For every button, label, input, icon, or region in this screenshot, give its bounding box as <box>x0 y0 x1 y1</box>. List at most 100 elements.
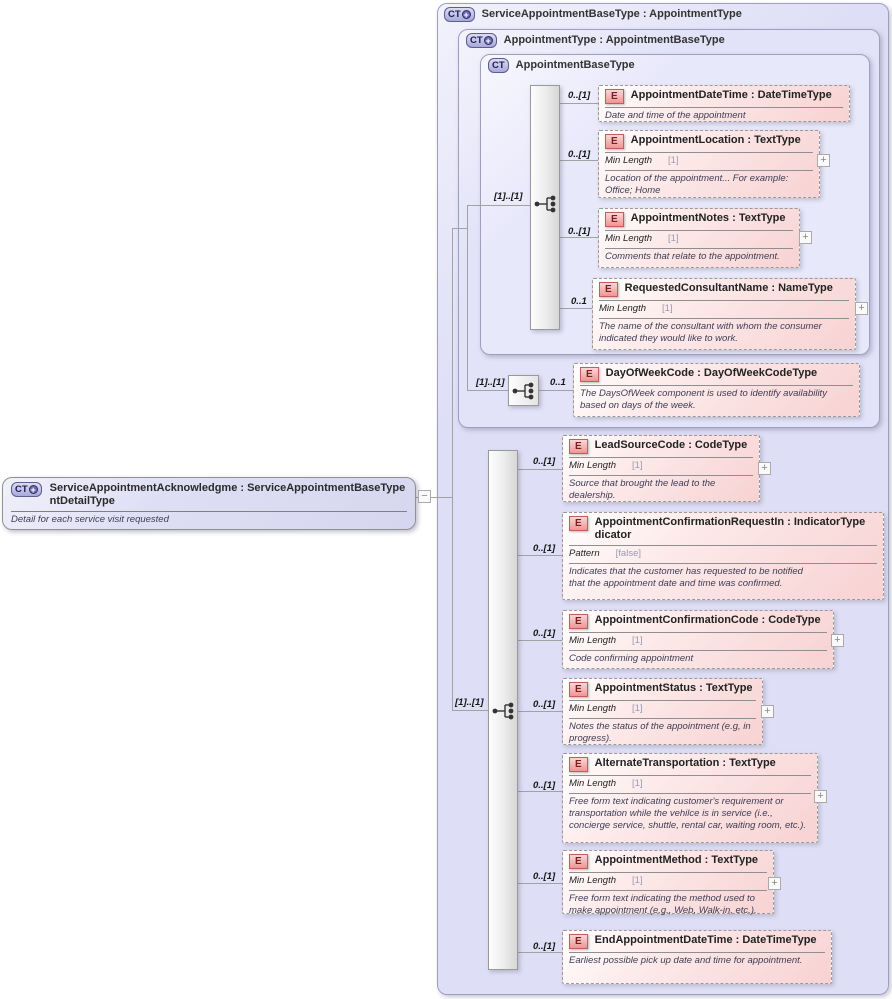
divider <box>11 511 407 512</box>
divider <box>569 475 753 476</box>
divider <box>605 230 793 231</box>
element-icon: E <box>605 212 624 227</box>
panel-header-serviceappointmentbasetype[interactable]: CT+ ServiceAppointmentBaseType : Appoint… <box>444 6 742 22</box>
connector-line <box>518 469 562 470</box>
facet-row: Min Length[1] <box>569 778 643 789</box>
expand-icon[interactable]: + <box>768 877 781 890</box>
connector-line <box>467 205 530 206</box>
divider <box>569 563 877 564</box>
divider <box>569 632 827 633</box>
element-icon: E <box>569 439 588 454</box>
divider <box>569 650 827 651</box>
element-annotation: Location of the appointment... For examp… <box>605 173 789 196</box>
element-box-endappointmentdatetime[interactable]: E EndAppointmentDateTime : DateTimeType … <box>562 930 832 984</box>
connector-line <box>560 237 598 238</box>
main-element-title: ServiceAppointmentAcknowledgme : Service… <box>49 482 406 507</box>
element-title: AppointmentConfirmationCode : CodeType <box>594 614 821 626</box>
divider <box>569 700 756 701</box>
connector-line <box>518 640 562 641</box>
divider <box>605 170 813 171</box>
element-box-appointmentmethod[interactable]: E AppointmentMethod : TextType Min Lengt… <box>562 850 774 916</box>
divider <box>569 872 767 873</box>
element-annotation: Indicates that the customer has requeste… <box>569 566 803 589</box>
element-icon: E <box>569 934 588 949</box>
element-title: AppointmentNotes : TextType <box>630 212 786 224</box>
panel-title: AppointmentBaseType <box>515 59 635 71</box>
collapse-icon[interactable]: − <box>418 490 431 503</box>
element-box-appointmentlocation[interactable]: E AppointmentLocation : TextType Min Len… <box>598 130 820 198</box>
expand-icon[interactable]: + <box>814 790 827 803</box>
facet-row: Min Length[1] <box>605 155 679 166</box>
element-icon: E <box>569 757 588 772</box>
expand-icon[interactable]: + <box>855 302 868 315</box>
cardinality-label: 0..[1] <box>568 226 591 237</box>
element-box-appointmentdatetime[interactable]: E AppointmentDateTime : DateTimeType Dat… <box>598 85 850 122</box>
expand-icon[interactable]: + <box>799 231 812 244</box>
derived-plus-icon: + <box>28 485 38 495</box>
expand-icon[interactable]: + <box>761 705 774 718</box>
cardinality-label: [1]..[1] <box>476 377 505 388</box>
divider <box>569 952 825 953</box>
connector-line <box>518 883 562 884</box>
element-box-appointmentstatus[interactable]: E AppointmentStatus : TextType Min Lengt… <box>562 678 763 745</box>
cardinality-label: 0..[1] <box>533 456 556 467</box>
divider <box>569 545 877 546</box>
element-box-appointmentconfirmationrequestindicator[interactable]: E AppointmentConfirmationRequestIn : Ind… <box>562 512 884 600</box>
element-box-dayofweekcode[interactable]: E DayOfWeekCode : DayOfWeekCodeType The … <box>573 363 860 417</box>
connector-line <box>416 497 452 498</box>
element-box-requestedconsultantname[interactable]: E RequestedConsultantName : NameType Min… <box>592 278 856 350</box>
element-annotation: Date and time of the appointment <box>605 110 746 121</box>
facet-row: Min Length[1] <box>569 460 643 471</box>
complextype-derived-icon: CT+ <box>444 6 475 22</box>
element-box-appointmentconfirmationcode[interactable]: E AppointmentConfirmationCode : CodeType… <box>562 610 834 669</box>
element-title: RequestedConsultantName : NameType <box>624 282 833 294</box>
element-annotation: Code confirming appointment <box>569 653 694 664</box>
connector-line <box>560 103 598 104</box>
cardinality-label: 0..[1] <box>533 871 556 882</box>
facet-row: Min Length[1] <box>605 233 679 244</box>
divider <box>569 718 756 719</box>
expand-icon[interactable]: + <box>758 462 771 475</box>
element-box-alternatetransportation[interactable]: E AlternateTransportation : TextType Min… <box>562 753 818 843</box>
cardinality-label: 0..[1] <box>533 543 556 554</box>
facet-row: Min Length[1] <box>569 703 643 714</box>
sequence-icon-box-dayofweek[interactable] <box>508 375 539 406</box>
sequence-bar-base <box>530 85 560 330</box>
facet-row: Pattern[false] <box>569 548 641 559</box>
expand-icon[interactable]: + <box>831 634 844 647</box>
element-annotation: Source that brought the lead to the deal… <box>569 478 716 501</box>
connector-line <box>467 390 508 391</box>
facet-row: Min Length[1] <box>569 635 643 646</box>
sequence-icon <box>492 702 514 720</box>
element-box-appointmentnotes[interactable]: E AppointmentNotes : TextType Min Length… <box>598 208 800 268</box>
complextype-derived-icon: CT+ <box>11 482 42 497</box>
connector-line <box>452 228 467 229</box>
divider <box>605 248 793 249</box>
element-title: AppointmentDateTime : DateTimeType <box>630 89 832 101</box>
panel-title: AppointmentType : AppointmentBaseType <box>503 34 725 46</box>
cardinality-label: 0..[1] <box>533 941 556 952</box>
main-element-box[interactable]: CT+ ServiceAppointmentAcknowledgme : Ser… <box>2 477 416 530</box>
connector-line <box>452 710 488 711</box>
panel-header-appointmentbasetype[interactable]: CT AppointmentBaseType <box>488 57 635 73</box>
connector-line <box>560 308 592 309</box>
element-icon: E <box>605 89 624 104</box>
element-title: EndAppointmentDateTime : DateTimeType <box>594 934 817 946</box>
cardinality-label: [1]..[1] <box>455 697 484 708</box>
element-annotation: Free form text indicating customer's req… <box>569 796 807 831</box>
divider <box>569 457 753 458</box>
element-annotation: Notes the status of the appointment (e.g… <box>569 721 751 744</box>
divider <box>605 107 843 108</box>
element-title: AppointmentLocation : TextType <box>630 134 801 146</box>
cardinality-label: 0..[1] <box>533 699 556 710</box>
expand-icon[interactable]: + <box>817 154 830 167</box>
element-title: DayOfWeekCode : DayOfWeekCodeType <box>605 367 818 379</box>
cardinality-label: 0..[1] <box>568 90 591 101</box>
connector-line <box>452 228 453 710</box>
element-box-leadsourcecode[interactable]: E LeadSourceCode : CodeType Min Length[1… <box>562 435 760 502</box>
facet-row: Min Length[1] <box>599 303 673 314</box>
element-icon: E <box>605 134 624 149</box>
connector-line <box>467 205 468 390</box>
cardinality-label: [1]..[1] <box>494 191 523 202</box>
panel-header-appointmenttype[interactable]: CT+ AppointmentType : AppointmentBaseTyp… <box>466 32 725 48</box>
